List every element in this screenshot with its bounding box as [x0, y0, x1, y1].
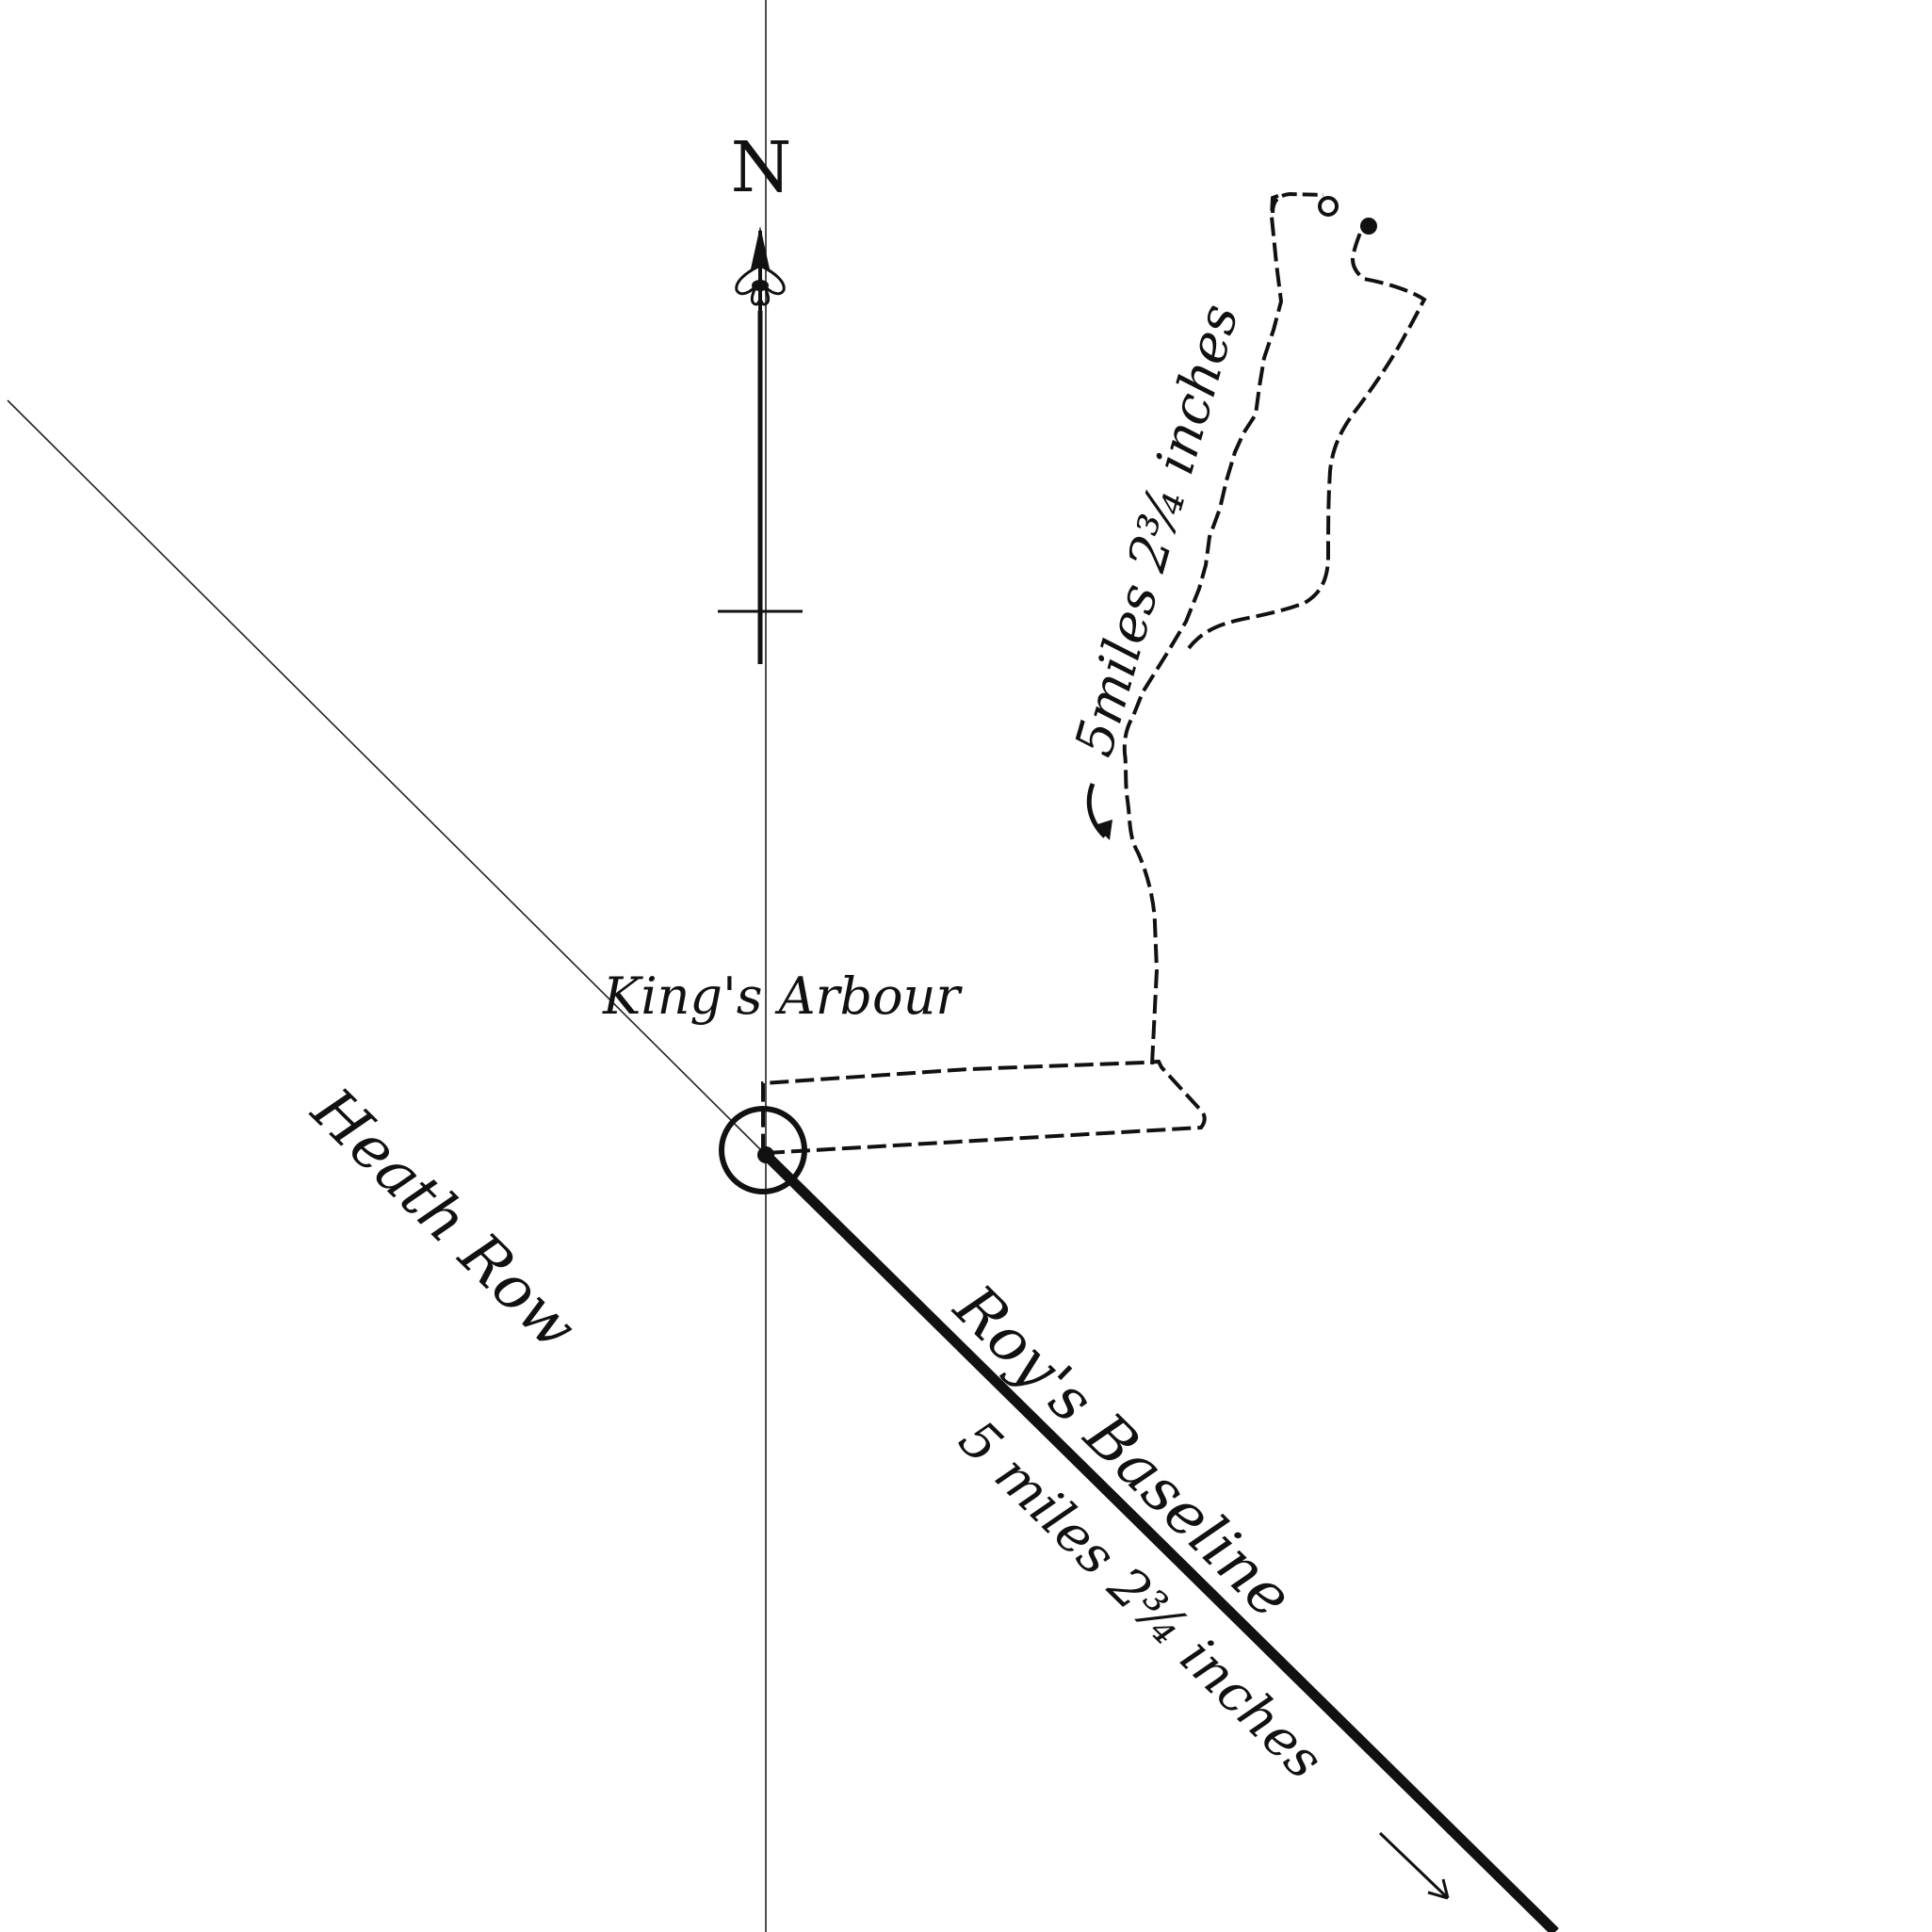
route-start-marker-icon [1318, 196, 1339, 217]
route-top-connector [1271, 191, 1324, 214]
route-end-marker-icon [1360, 218, 1377, 235]
route-lower-loop [761, 1059, 1207, 1155]
north-label: N [731, 127, 792, 208]
route-upper-branch [1187, 227, 1427, 650]
heath-row-line [7, 399, 767, 1156]
kings-arbour-label: King's Arbour [602, 966, 963, 1026]
heath-row-label: Heath Row [298, 1075, 590, 1363]
baseline-direction-arrow-icon [1378, 1831, 1450, 1900]
route-length-label: 5miles 2¾ inches [1063, 298, 1251, 763]
route-main-path [1122, 192, 1284, 1065]
north-arrow-icon [718, 226, 803, 664]
route-direction-arrow-icon [1086, 783, 1112, 840]
roys-baseline-line [762, 1151, 1559, 1932]
